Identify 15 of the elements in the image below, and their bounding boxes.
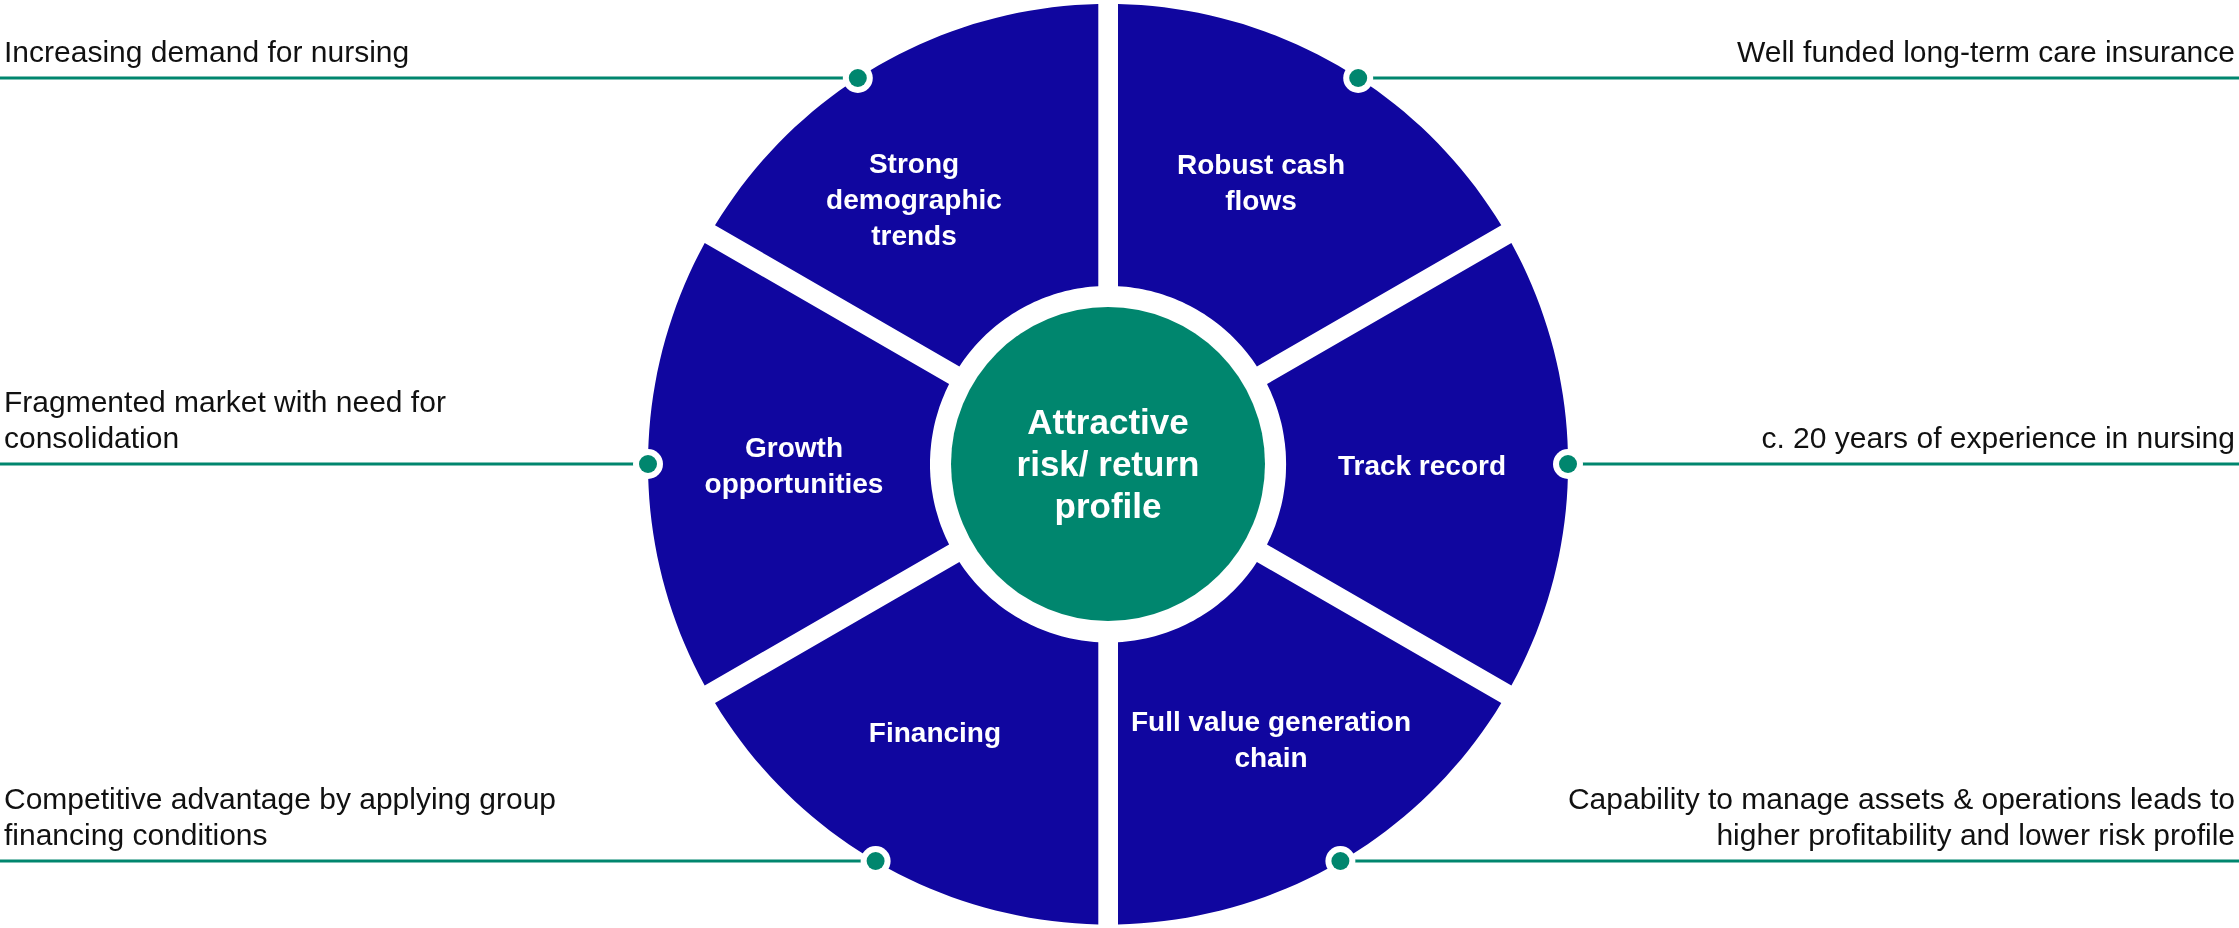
- leader-line: [0, 449, 663, 479]
- segment-label: Strong demographic trends: [825, 147, 1003, 253]
- note-text: Increasing demand for nursing: [4, 34, 804, 70]
- segment-label: Robust cash flows: [1176, 148, 1346, 218]
- segment-label: Full value generation chain: [1129, 705, 1413, 775]
- note-text: Competitive advantage by applying group financing conditions: [4, 781, 684, 853]
- segment-label: Financing: [867, 716, 1003, 750]
- leader-line: [1553, 449, 2239, 479]
- note-text: Fragmented market with need for consolidation: [4, 384, 564, 456]
- center-label: Attractive risk/ return profile: [1015, 401, 1201, 527]
- segment-label: Track record: [1336, 449, 1508, 483]
- note-text: c. 20 years of experience in nursing: [1535, 420, 2235, 456]
- note-text: Well funded long-term care insurance: [1435, 34, 2235, 70]
- segment-label: Growth opportunities: [703, 431, 885, 501]
- note-text: Capability to manage assets & operations leads to higher profitability and lower risk profile: [1515, 781, 2235, 853]
